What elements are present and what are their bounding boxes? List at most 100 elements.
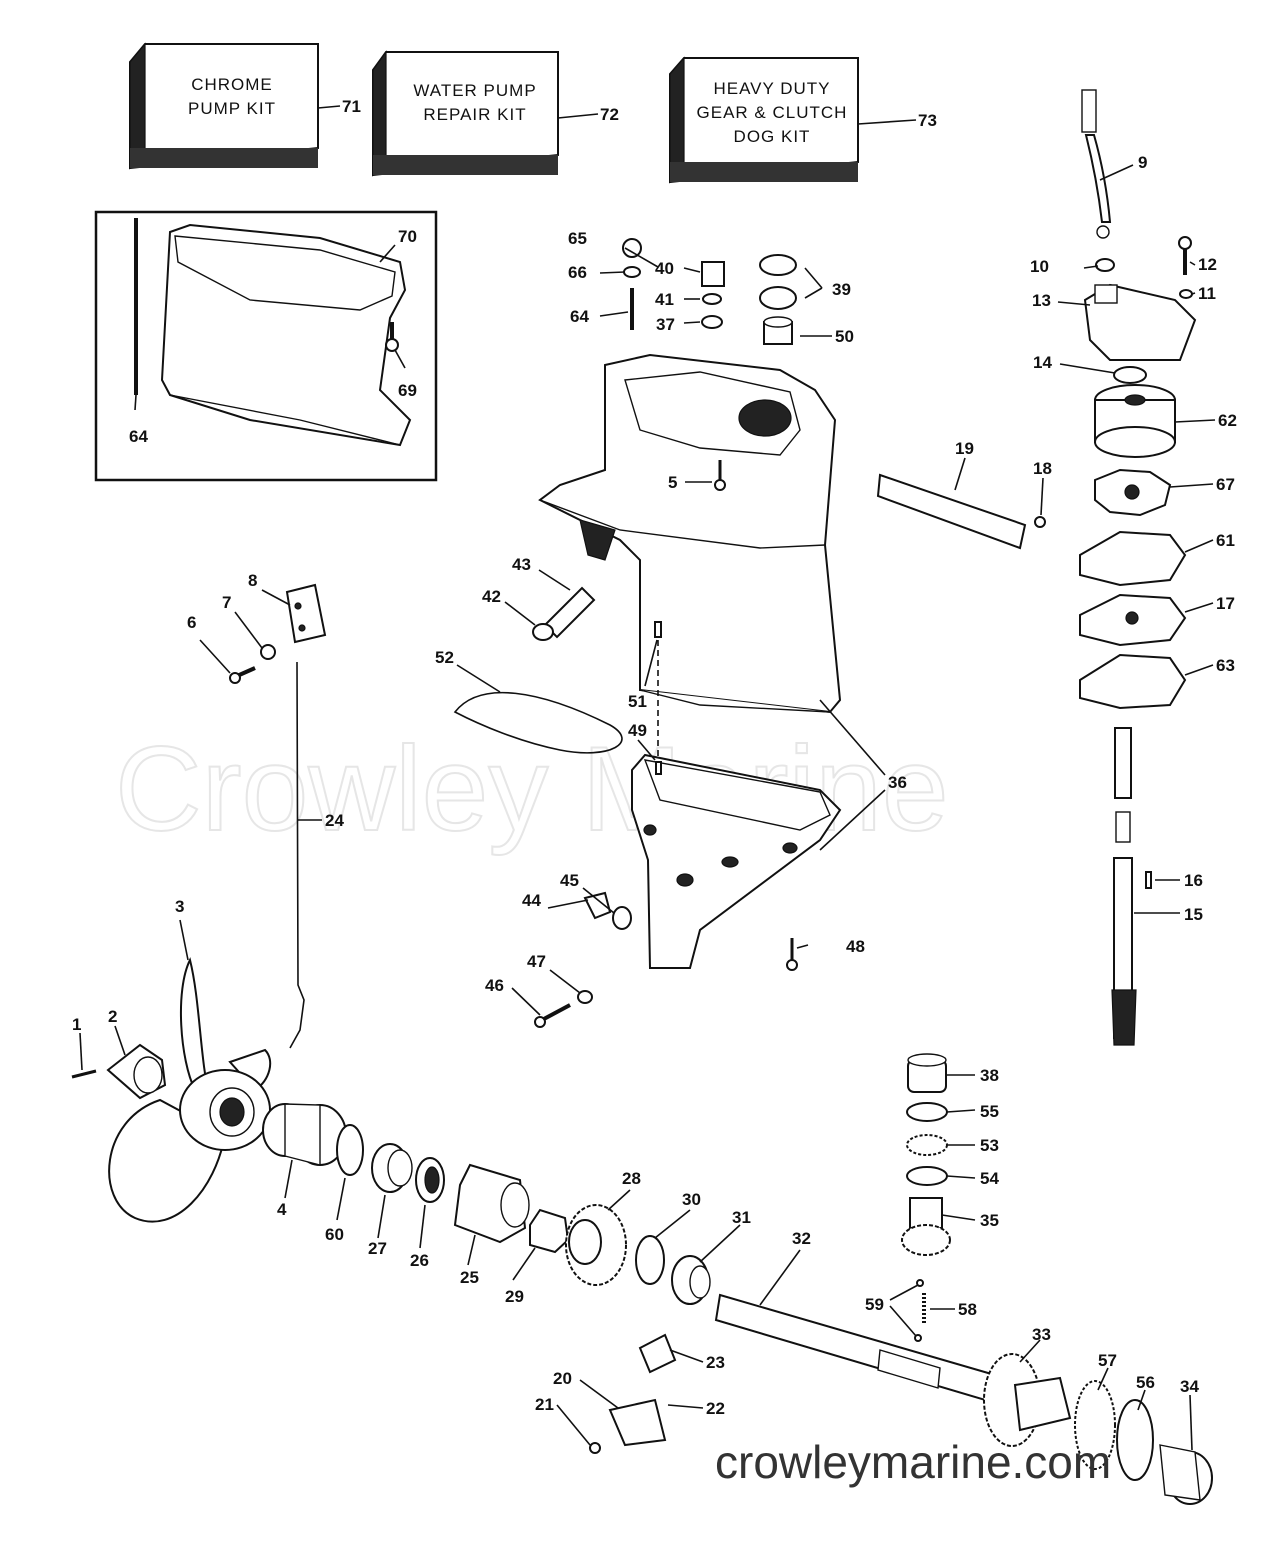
washer-41-icon[interactable] bbox=[702, 293, 722, 305]
label-57: 57 bbox=[1098, 1351, 1117, 1370]
label-29: 29 bbox=[505, 1287, 524, 1306]
label-10: 10 bbox=[1030, 257, 1049, 276]
thrust-washer-55-icon[interactable] bbox=[906, 1102, 948, 1122]
propeller-bushing-icon[interactable] bbox=[1159, 1444, 1213, 1505]
propeller-icon[interactable] bbox=[108, 957, 272, 1223]
lockwasher-11-icon[interactable] bbox=[1179, 289, 1193, 299]
screw-18-icon[interactable] bbox=[1034, 516, 1046, 528]
label-36: 36 bbox=[888, 773, 907, 792]
seal-39-icon[interactable] bbox=[759, 254, 797, 310]
pin-49-icon[interactable] bbox=[655, 761, 662, 775]
label-64: 64 bbox=[570, 307, 589, 326]
pin-51-icon[interactable] bbox=[654, 621, 662, 638]
thrust-bearing-53-icon[interactable] bbox=[906, 1134, 948, 1156]
footer-watermark: crowleymarine.com bbox=[715, 1436, 1111, 1488]
part-number-labels: 1 2 3 4 5 6 7 8 9 10 11 12 13 14 15 16 1… bbox=[72, 153, 1237, 1418]
prop-nut-icon[interactable] bbox=[106, 1043, 167, 1100]
connector-8-icon[interactable] bbox=[285, 583, 327, 644]
label-27: 27 bbox=[368, 1239, 387, 1258]
label-20: 20 bbox=[553, 1369, 572, 1388]
impeller-icon[interactable] bbox=[1094, 468, 1172, 517]
nut-65-icon[interactable] bbox=[622, 238, 642, 258]
bushing-50-icon[interactable] bbox=[763, 316, 793, 345]
label-41: 41 bbox=[655, 290, 674, 309]
label-54: 54 bbox=[980, 1169, 999, 1188]
kit-73-number: 73 bbox=[918, 111, 937, 130]
thrust-washer-icon[interactable] bbox=[635, 1235, 665, 1285]
kit-box-chrome-pump[interactable]: CHROME PUMP KIT 71 bbox=[129, 42, 361, 170]
forward-gear-icon[interactable] bbox=[565, 1204, 627, 1286]
washer-47-icon[interactable] bbox=[577, 990, 593, 1004]
pinion-gear-icon[interactable] bbox=[901, 1197, 951, 1256]
plate-19-icon[interactable] bbox=[876, 473, 1027, 550]
label-16: 16 bbox=[1184, 871, 1203, 890]
washer-66-icon[interactable] bbox=[623, 266, 641, 278]
clutch-dog-icon[interactable] bbox=[671, 1255, 711, 1305]
kit-box-gear-clutch-dog[interactable]: HEAVY DUTY GEAR & CLUTCH DOG KIT 73 bbox=[669, 56, 937, 184]
kit-72-line-2: REPAIR KIT bbox=[423, 105, 526, 124]
pinion-bearing-icon[interactable] bbox=[907, 1053, 947, 1093]
plug-42-icon[interactable] bbox=[532, 623, 554, 641]
screw-46-icon[interactable] bbox=[534, 1003, 571, 1028]
inset-exhaust-housing[interactable] bbox=[94, 210, 438, 482]
label-46: 46 bbox=[485, 976, 504, 995]
label-47: 47 bbox=[527, 952, 546, 971]
screw-5-icon[interactable] bbox=[714, 460, 726, 491]
o-ring-52-icon[interactable] bbox=[453, 691, 623, 754]
nut-7-icon[interactable] bbox=[260, 644, 276, 660]
label-13: 13 bbox=[1032, 291, 1051, 310]
label-52: 52 bbox=[435, 648, 454, 667]
water-tube-icon[interactable] bbox=[1081, 89, 1112, 239]
pin-16-icon[interactable] bbox=[1145, 871, 1152, 889]
label-50: 50 bbox=[835, 327, 854, 346]
o-ring-icon[interactable] bbox=[336, 1124, 364, 1176]
gasket-61-icon[interactable] bbox=[1079, 530, 1187, 587]
driveshaft-housing[interactable] bbox=[538, 353, 842, 714]
seal-14-icon[interactable] bbox=[1113, 366, 1147, 384]
gearcase-housing[interactable] bbox=[631, 753, 842, 969]
driveshaft-icon[interactable] bbox=[1111, 727, 1137, 1046]
cotter-pin-icon[interactable] bbox=[71, 1069, 97, 1079]
label-53: 53 bbox=[980, 1136, 999, 1155]
washer-45-icon[interactable] bbox=[612, 906, 632, 930]
thrust-bearing-icon[interactable] bbox=[1074, 1380, 1116, 1470]
reverse-gear-washer-icon[interactable] bbox=[1116, 1399, 1154, 1481]
shifter-lever-icon[interactable] bbox=[589, 1333, 677, 1454]
label-9: 9 bbox=[1138, 153, 1147, 172]
screw-44-icon[interactable] bbox=[583, 891, 612, 920]
label-6: 6 bbox=[187, 613, 196, 632]
washer-54-icon[interactable] bbox=[906, 1166, 948, 1186]
kit-71-line-2: PUMP KIT bbox=[188, 99, 276, 118]
label-21: 21 bbox=[535, 1395, 554, 1414]
reverse-gear-icon[interactable] bbox=[983, 1353, 1072, 1447]
washer-37-icon[interactable] bbox=[701, 315, 723, 329]
detent-spring-icon[interactable] bbox=[914, 1279, 926, 1342]
bearing-27-icon[interactable] bbox=[371, 1143, 413, 1193]
gasket-63-icon[interactable] bbox=[1079, 653, 1187, 710]
screw-6-icon[interactable] bbox=[229, 666, 256, 684]
label-12: 12 bbox=[1198, 255, 1217, 274]
label-30: 30 bbox=[682, 1190, 701, 1209]
kit-73-line-3: DOG KIT bbox=[734, 127, 811, 146]
kit-box-water-pump-repair[interactable]: WATER PUMP REPAIR KIT 72 bbox=[372, 50, 619, 177]
label-23: 23 bbox=[706, 1353, 725, 1372]
pump-housing-icon[interactable] bbox=[1083, 283, 1197, 361]
label-32: 32 bbox=[792, 1229, 811, 1248]
bearing-housing-icon[interactable] bbox=[453, 1163, 530, 1244]
grommet-icon[interactable] bbox=[1095, 258, 1115, 272]
screw-48-icon[interactable] bbox=[786, 938, 798, 971]
label-66: 66 bbox=[568, 263, 587, 282]
label-22: 22 bbox=[706, 1399, 725, 1418]
needle-bearing-icon[interactable] bbox=[529, 1208, 570, 1254]
impeller-housing-icon[interactable] bbox=[1094, 384, 1176, 458]
label-1: 1 bbox=[72, 1015, 81, 1034]
screw-12-icon[interactable] bbox=[1178, 236, 1192, 275]
label-62: 62 bbox=[1218, 411, 1237, 430]
plate-17-icon[interactable] bbox=[1079, 593, 1187, 647]
propeller-shaft-icon[interactable] bbox=[714, 1293, 997, 1404]
thrust-bushing-icon[interactable] bbox=[262, 1103, 347, 1166]
label-42: 42 bbox=[482, 587, 501, 606]
spacer-40-icon[interactable] bbox=[701, 261, 725, 287]
shift-rod-icon[interactable] bbox=[289, 661, 305, 1049]
seal-26-icon[interactable] bbox=[415, 1157, 445, 1203]
